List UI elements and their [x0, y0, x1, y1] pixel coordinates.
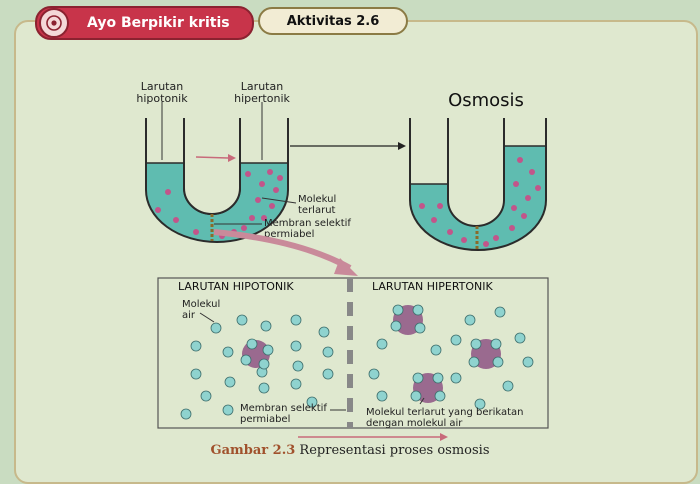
- solute-cluster-right-1: [390, 304, 426, 335]
- solute-cluster-right-2: [468, 338, 504, 369]
- label-hypotonic-1: Larutan: [141, 80, 183, 93]
- activity-tab: Aktivitas 2.6: [258, 7, 408, 35]
- solute-cluster-left: [240, 338, 274, 370]
- heading-hypertonic: LARUTAN HIPERTONIK: [372, 280, 494, 293]
- osmosis-diagram: Larutan hipotonik Larutan hipertonik Mol…: [136, 80, 549, 441]
- solute-dots-after: [419, 157, 541, 247]
- label-water-2: air: [182, 310, 196, 321]
- critical-thinking-badge: Ayo Berpikir kritis: [35, 6, 254, 40]
- solute-dots-before: [155, 169, 283, 239]
- label-hypotonic-2: hipotonik: [136, 92, 188, 105]
- water-molecules-right: [368, 306, 534, 410]
- liquid-after: [410, 146, 546, 250]
- figure-caption-text: Representasi proses osmosis: [299, 443, 490, 458]
- label-bound-1: Molekul terlarut yang berikatan: [366, 407, 524, 418]
- zoom-arrow: [213, 229, 352, 271]
- label-zoom-membrane-1: Membran selektif: [240, 403, 327, 414]
- label-membrane-1: Membran selektif: [264, 218, 351, 229]
- head-gear-icon: [39, 8, 69, 38]
- water-molecules-left: [180, 314, 334, 420]
- label-hypertonic-1: Larutan: [241, 80, 283, 93]
- label-membrane-2: permiabel: [264, 229, 314, 240]
- label-zoom-membrane-2: permiabel: [240, 414, 290, 425]
- solute-cluster-right-3: [410, 372, 446, 403]
- liquid-before: [146, 163, 288, 242]
- label-solute-1: Molekul: [298, 194, 336, 205]
- figure-caption: Gambar 2.3 Representasi proses osmosis: [0, 443, 700, 458]
- label-bound-2: dengan molekul air: [366, 418, 463, 429]
- figure-label: Gambar 2.3: [210, 443, 296, 458]
- label-hypertonic-2: hipertonik: [234, 92, 290, 105]
- heading-hypotonic: LARUTAN HIPOTONIK: [178, 280, 294, 293]
- label-water-1: Molekul: [182, 299, 220, 310]
- title-osmosis: Osmosis: [448, 90, 524, 111]
- u-tube-after: [409, 118, 547, 251]
- label-solute-2: terlarut: [298, 205, 336, 216]
- badge-title: Ayo Berpikir kritis: [87, 15, 230, 31]
- u-tube-before: [145, 102, 297, 243]
